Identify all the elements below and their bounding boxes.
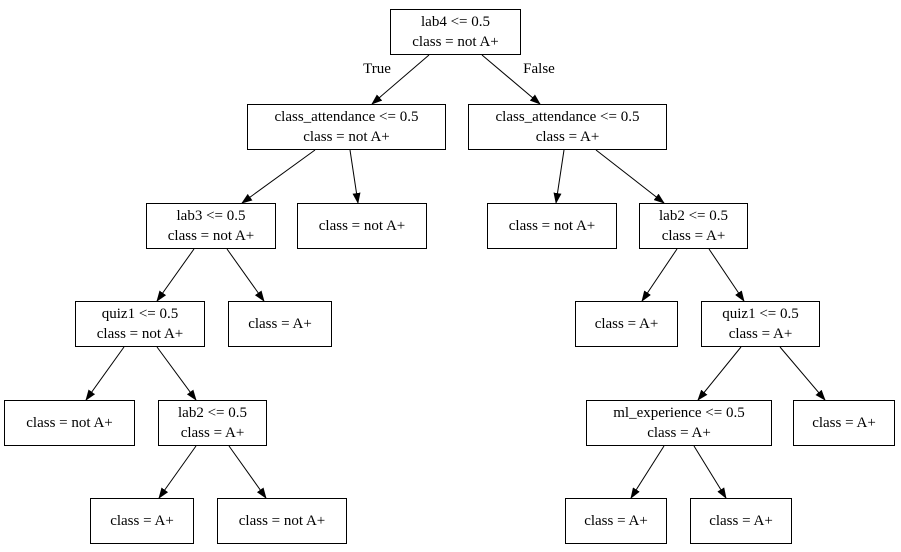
node-condition: ml_experience <= 0.5 [613,405,745,421]
node-class: class = A+ [812,415,876,431]
edge-label-true: True [363,61,391,77]
edge-arrow [779,346,826,401]
node-class: class = A+ [661,228,726,244]
node-condition: lab2 <= 0.5 [178,405,247,421]
decision-node: lab3 <= 0.5 class = not A+ [146,203,276,249]
edge-arrow [228,445,267,499]
leaf-node: class = A+ [90,498,194,544]
leaf-node: class = A+ [690,498,792,544]
decision-node: lab2 <= 0.5 class = A+ [639,203,748,249]
node-class: class = not A+ [26,415,113,431]
node-class: class = not A+ [96,326,184,342]
leaf-node: class = A+ [575,301,678,347]
decision-node: lab2 <= 0.5 class = A+ [158,400,267,446]
decision-node: quiz1 <= 0.5 class = not A+ [75,301,205,347]
edge-arrow [158,445,197,499]
node-class: class = not A+ [238,513,326,529]
node-class: class = A+ [647,425,711,441]
edge-arrow [156,248,195,302]
node-condition: lab2 <= 0.5 [659,208,728,224]
edge-arrow [641,248,678,302]
node-class: class = not A+ [508,218,596,234]
edge-arrow [595,149,665,204]
edge-arrow [226,248,265,302]
leaf-node: class = A+ [793,400,895,446]
edge-arrow [85,346,125,401]
node-class: class = A+ [110,513,174,529]
node-condition: quiz1 <= 0.5 [101,306,179,322]
node-class: class = not A+ [412,34,499,50]
edge-arrow [693,445,727,499]
leaf-node: class = not A+ [217,498,347,544]
decision-node-root: lab4 <= 0.5 class = not A+ [390,9,521,55]
leaf-node: class = not A+ [297,203,427,249]
node-class: class = A+ [584,513,648,529]
decision-node: ml_experience <= 0.5 class = A+ [586,400,772,446]
node-class: class = A+ [248,316,312,332]
node-class: class = not A+ [303,129,390,145]
leaf-node: class = A+ [228,301,332,347]
edge-label-false: False [523,61,555,77]
node-condition: quiz1 <= 0.5 [722,306,799,322]
edge-root-false [481,54,541,105]
node-condition: class_attendance <= 0.5 [274,109,419,125]
decision-node: class_attendance <= 0.5 class = not A+ [247,104,446,150]
edge-arrow [553,149,565,204]
edge-arrow [156,346,197,401]
leaf-node: class = A+ [565,498,667,544]
leaf-node: class = not A+ [4,400,135,446]
edge-root-true [371,54,430,105]
leaf-node: class = not A+ [487,203,617,249]
edge-arrow [241,149,316,204]
node-condition: lab3 <= 0.5 [176,208,246,224]
edge-arrow [630,445,665,499]
edge-arrow [708,248,745,302]
node-condition: class_attendance <= 0.5 [495,109,640,125]
node-class: class = A+ [594,316,659,332]
edge-arrow [697,346,742,401]
node-condition: lab4 <= 0.5 [421,14,490,30]
edge-arrow [349,149,361,204]
decision-node: quiz1 <= 0.5 class = A+ [701,301,820,347]
node-class: class = not A+ [318,218,406,234]
decision-node: class_attendance <= 0.5 class = A+ [468,104,667,150]
node-class: class = A+ [180,425,245,441]
node-class: class = not A+ [167,228,255,244]
node-class: class = A+ [728,326,793,342]
node-class: class = A+ [709,513,773,529]
node-class: class = A+ [535,129,600,145]
